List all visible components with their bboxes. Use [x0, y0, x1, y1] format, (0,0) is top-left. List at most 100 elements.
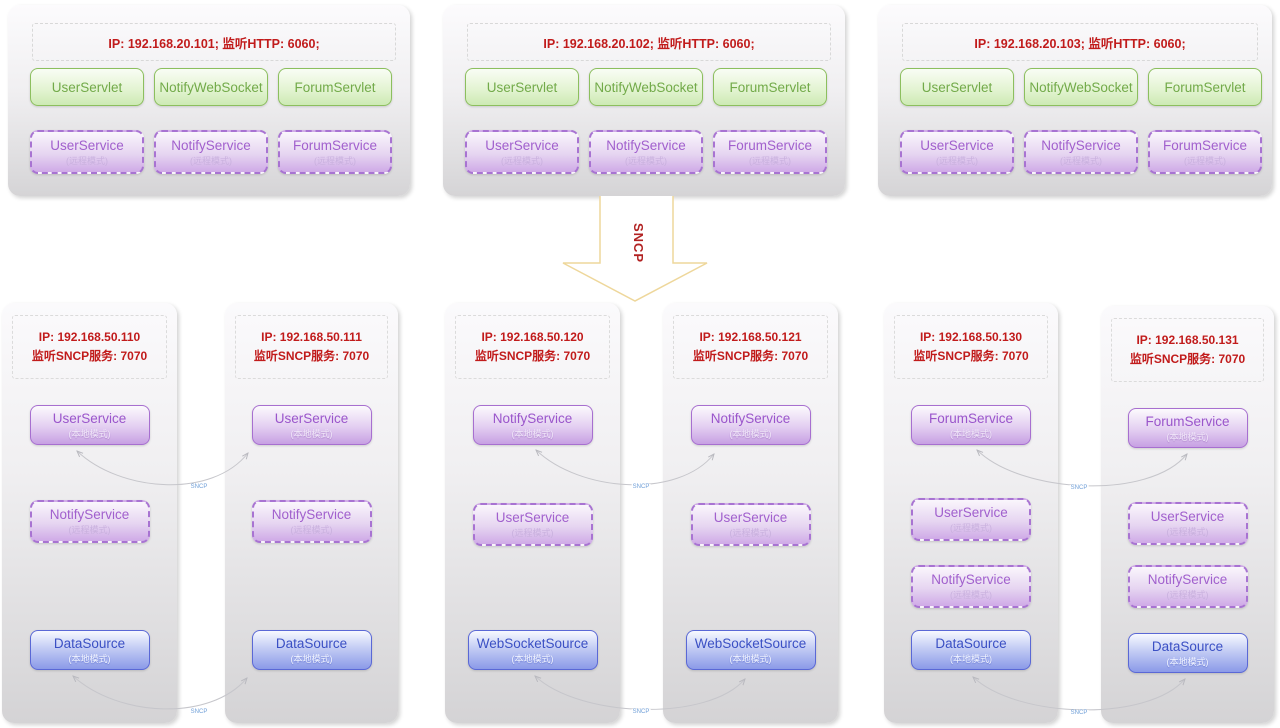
service-label: UserService [485, 137, 559, 153]
ip-address-text: IP: 192.168.20.103; 监听HTTP: 6060; [974, 36, 1186, 51]
ip-address-label: IP: 192.168.50.131 监听SNCP服务: 7070 [1111, 318, 1264, 382]
user-service-remote-box: UserService(远程模式) [900, 130, 1014, 174]
service-label: UserService [495, 510, 570, 525]
service-mode: (远程模式) [1184, 155, 1226, 166]
servlet-label: NotifyWebSocket [594, 79, 698, 95]
service-label: ForumService [727, 137, 813, 153]
service-label: UserService [50, 137, 124, 153]
source-mode: (本地模式) [290, 653, 333, 664]
ip-address-label: IP: 192.168.50.111 监听SNCP服务: 7070 [235, 315, 388, 379]
service-mode: (远程模式) [749, 155, 791, 166]
forum-service-local-box: ForumService (本地模式) [911, 405, 1031, 445]
service-mode: (远程模式) [290, 525, 333, 535]
service-label: UserService [934, 505, 1008, 520]
source-mode: (本地模式) [729, 653, 772, 664]
ip-address-label: IP: 192.168.50.120 监听SNCP服务: 7070 [455, 315, 610, 379]
service-label: NotifyService [1041, 137, 1121, 153]
service-mode: (远程模式) [314, 155, 356, 166]
ip-address-label: IP: 192.168.50.110 监听SNCP服务: 7070 [12, 315, 167, 379]
data-source-box: DataSource (本地模式) [251, 630, 372, 670]
service-label: NotifyService [931, 572, 1011, 587]
service-mode: (本地模式) [950, 428, 992, 439]
service-mode: (远程模式) [190, 155, 232, 166]
source-label: WebSocketSource [694, 635, 807, 651]
notify-service-remote-box: NotifyService(远程模式) [589, 130, 703, 174]
source-mode: (本地模式) [511, 653, 554, 664]
source-label: DataSource [1151, 638, 1224, 654]
web-server-node-101: IP: 192.168.20.101; 监听HTTP: 6060; UserSe… [8, 5, 410, 196]
data-source-box: DataSource(本地模式) [911, 630, 1031, 670]
user-service-remote-box: UserService (远程模式) [472, 503, 593, 546]
data-source-box: DataSource (本地模式) [29, 630, 150, 670]
source-label: DataSource [275, 635, 348, 651]
service-label: UserService [52, 410, 127, 426]
user-service-remote-box: UserService(远程模式) [30, 130, 144, 174]
forum-servlet-box: ForumServlet [1148, 68, 1262, 106]
ip-address-text: IP: 192.168.50.121 [699, 330, 802, 344]
data-source-box: DataSource (本地模式) [1127, 633, 1248, 673]
servlet-label: UserServlet [486, 79, 558, 95]
notify-websocket-box: NotifyWebSocket [154, 68, 268, 106]
ip-address-label: IP: 192.168.20.102; 监听HTTP: 6060; [467, 23, 831, 61]
service-label: ForumService [292, 137, 378, 153]
forum-servlet-box: ForumServlet [713, 68, 827, 106]
user-service-remote-box: UserService(远程模式) [465, 130, 579, 174]
ip-address-label: IP: 192.168.50.130 监听SNCP服务: 7070 [894, 315, 1048, 379]
web-socket-source-box: WebSocketSource (本地模式) [467, 630, 598, 670]
source-label: DataSource [53, 635, 126, 651]
sncp-arrow-label: SNCP [631, 222, 646, 264]
service-label: UserService [920, 137, 994, 153]
web-server-node-103: IP: 192.168.20.103; 监听HTTP: 6060; UserSe… [878, 5, 1272, 196]
listen-port-text: 监听SNCP服务: 7070 [692, 349, 809, 363]
user-service-local-box: UserService (本地模式) [29, 405, 150, 445]
service-mode: (本地模式) [290, 428, 333, 439]
ip-address-text: IP: 192.168.50.110 [38, 330, 141, 344]
source-label: WebSocketSource [476, 635, 589, 651]
service-label: ForumService [1145, 413, 1230, 429]
web-socket-source-box: WebSocketSource (本地模式) [685, 630, 816, 670]
sncp-node-120: IP: 192.168.50.120 监听SNCP服务: 7070 Notify… [445, 303, 620, 723]
service-label: NotifyService [271, 507, 352, 522]
service-mode: (远程模式) [1060, 155, 1102, 166]
sncp-connection-label: SNCP [189, 484, 209, 490]
sncp-node-110: IP: 192.168.50.110 监听SNCP服务: 7070 UserSe… [2, 303, 177, 723]
listen-port-text: 监听SNCP服务: 7070 [474, 349, 591, 363]
service-mode: (本地模式) [68, 428, 111, 439]
service-label: UserService [274, 410, 349, 426]
notify-websocket-box: NotifyWebSocket [1024, 68, 1138, 106]
forum-service-remote-box: ForumService(远程模式) [1148, 130, 1262, 174]
user-servlet-box: UserServlet [900, 68, 1014, 106]
service-mode: (远程模式) [511, 528, 554, 538]
notify-service-remote-box: NotifyService (远程模式) [1024, 130, 1138, 174]
service-mode: (远程模式) [950, 523, 992, 533]
notify-service-local-box: NotifyService(本地模式) [472, 405, 593, 445]
ip-address-text: IP: 192.168.50.120 [481, 330, 584, 344]
ip-address-text: IP: 192.168.50.111 [261, 330, 362, 344]
service-label: NotifyService [710, 410, 791, 426]
ip-address-label: IP: 192.168.50.121 监听SNCP服务: 7070 [673, 315, 828, 379]
listen-port-text: 监听SNCP服务: 7070 [253, 349, 370, 363]
listen-port-text: 监听SNCP服务: 7070 [1129, 352, 1246, 366]
ip-address-text: IP: 192.168.50.131 [1136, 333, 1239, 347]
servlet-label: ForumServlet [729, 79, 811, 95]
service-mode: (远程模式) [1166, 590, 1209, 600]
user-service-remote-box: UserService(远程模式) [690, 503, 811, 546]
source-mode: (本地模式) [68, 653, 111, 664]
service-label: ForumService [928, 410, 1014, 426]
source-mode: (本地模式) [1166, 656, 1209, 667]
service-mode: (远程模式) [625, 155, 667, 166]
service-label: NotifyService [492, 410, 573, 426]
sncp-connection-label: SNCP [1069, 710, 1089, 716]
service-label: UserService [713, 510, 788, 525]
servlet-label: ForumServlet [294, 79, 376, 95]
servlet-label: UserServlet [921, 79, 993, 95]
service-mode: (本地模式) [729, 428, 772, 439]
notify-service-remote-box: NotifyService(远程模式) [154, 130, 268, 174]
service-mode: (远程模式) [68, 525, 111, 535]
forum-service-local-box: ForumService(本地模式) [1127, 408, 1248, 448]
sncp-node-111: IP: 192.168.50.111 监听SNCP服务: 7070 UserSe… [225, 303, 398, 723]
forum-servlet-box: ForumServlet [278, 68, 392, 106]
service-label: UserService [1150, 509, 1225, 524]
ip-address-text: IP: 192.168.20.102; 监听HTTP: 6060; [543, 36, 755, 51]
ip-address-text: IP: 192.168.20.101; 监听HTTP: 6060; [108, 36, 320, 51]
